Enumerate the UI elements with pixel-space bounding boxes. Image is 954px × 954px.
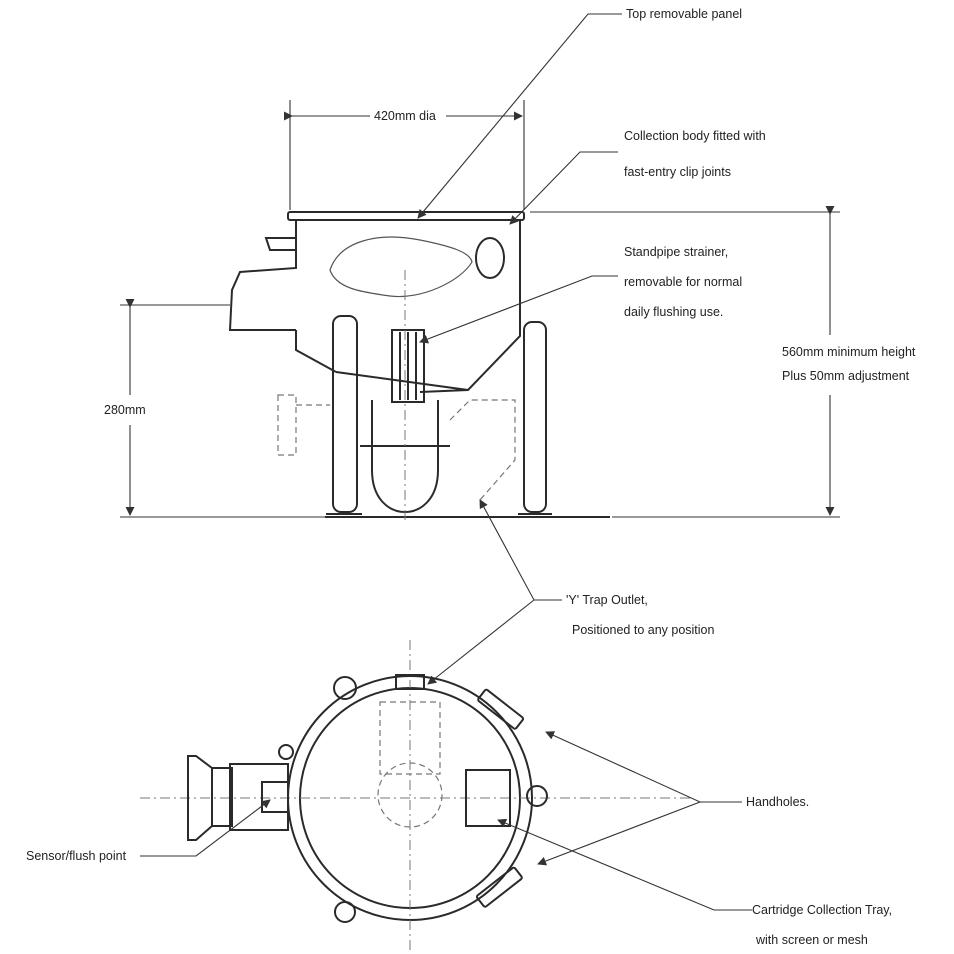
width-dimension <box>284 100 525 210</box>
collection-body-leader <box>509 151 618 225</box>
sensor-flush-label: Sensor/flush point <box>26 849 127 863</box>
handholes-label: Handholes. <box>746 795 809 809</box>
right-height-label-1: 560mm minimum height <box>782 345 916 359</box>
standpipe-label-2: removable for normal <box>624 275 742 289</box>
right-height-dimension <box>530 206 840 518</box>
right-height-label-2: Plus 50mm adjustment <box>782 369 910 383</box>
plan-view <box>140 640 690 950</box>
side-elevation-view <box>228 211 610 520</box>
collection-body-label-1: Collection body fitted with <box>624 129 766 143</box>
cartridge-label-1: Cartridge Collection Tray, <box>752 903 892 917</box>
left-height-label: 280mm <box>104 403 146 417</box>
y-trap-leader <box>427 499 562 685</box>
collection-body-label-2: fast-entry clip joints <box>624 165 731 179</box>
cartridge-leader <box>497 818 752 911</box>
standpipe-label-3: daily flushing use. <box>624 305 723 319</box>
standpipe-label-1: Standpipe strainer, <box>624 245 728 259</box>
top-panel-label: Top removable panel <box>626 7 742 21</box>
left-height-dimension <box>120 299 325 518</box>
sensor-flush-leader <box>140 799 271 857</box>
y-trap-label-2: Positioned to any position <box>572 623 715 637</box>
handholes-leader <box>537 731 742 866</box>
standpipe-leader <box>419 275 618 344</box>
y-trap-label-1: 'Y' Trap Outlet, <box>566 593 648 607</box>
top-panel-leader <box>417 13 622 219</box>
cartridge-label-2: with screen or mesh <box>755 933 868 947</box>
width-dimension-label: 420mm dia <box>374 109 436 123</box>
